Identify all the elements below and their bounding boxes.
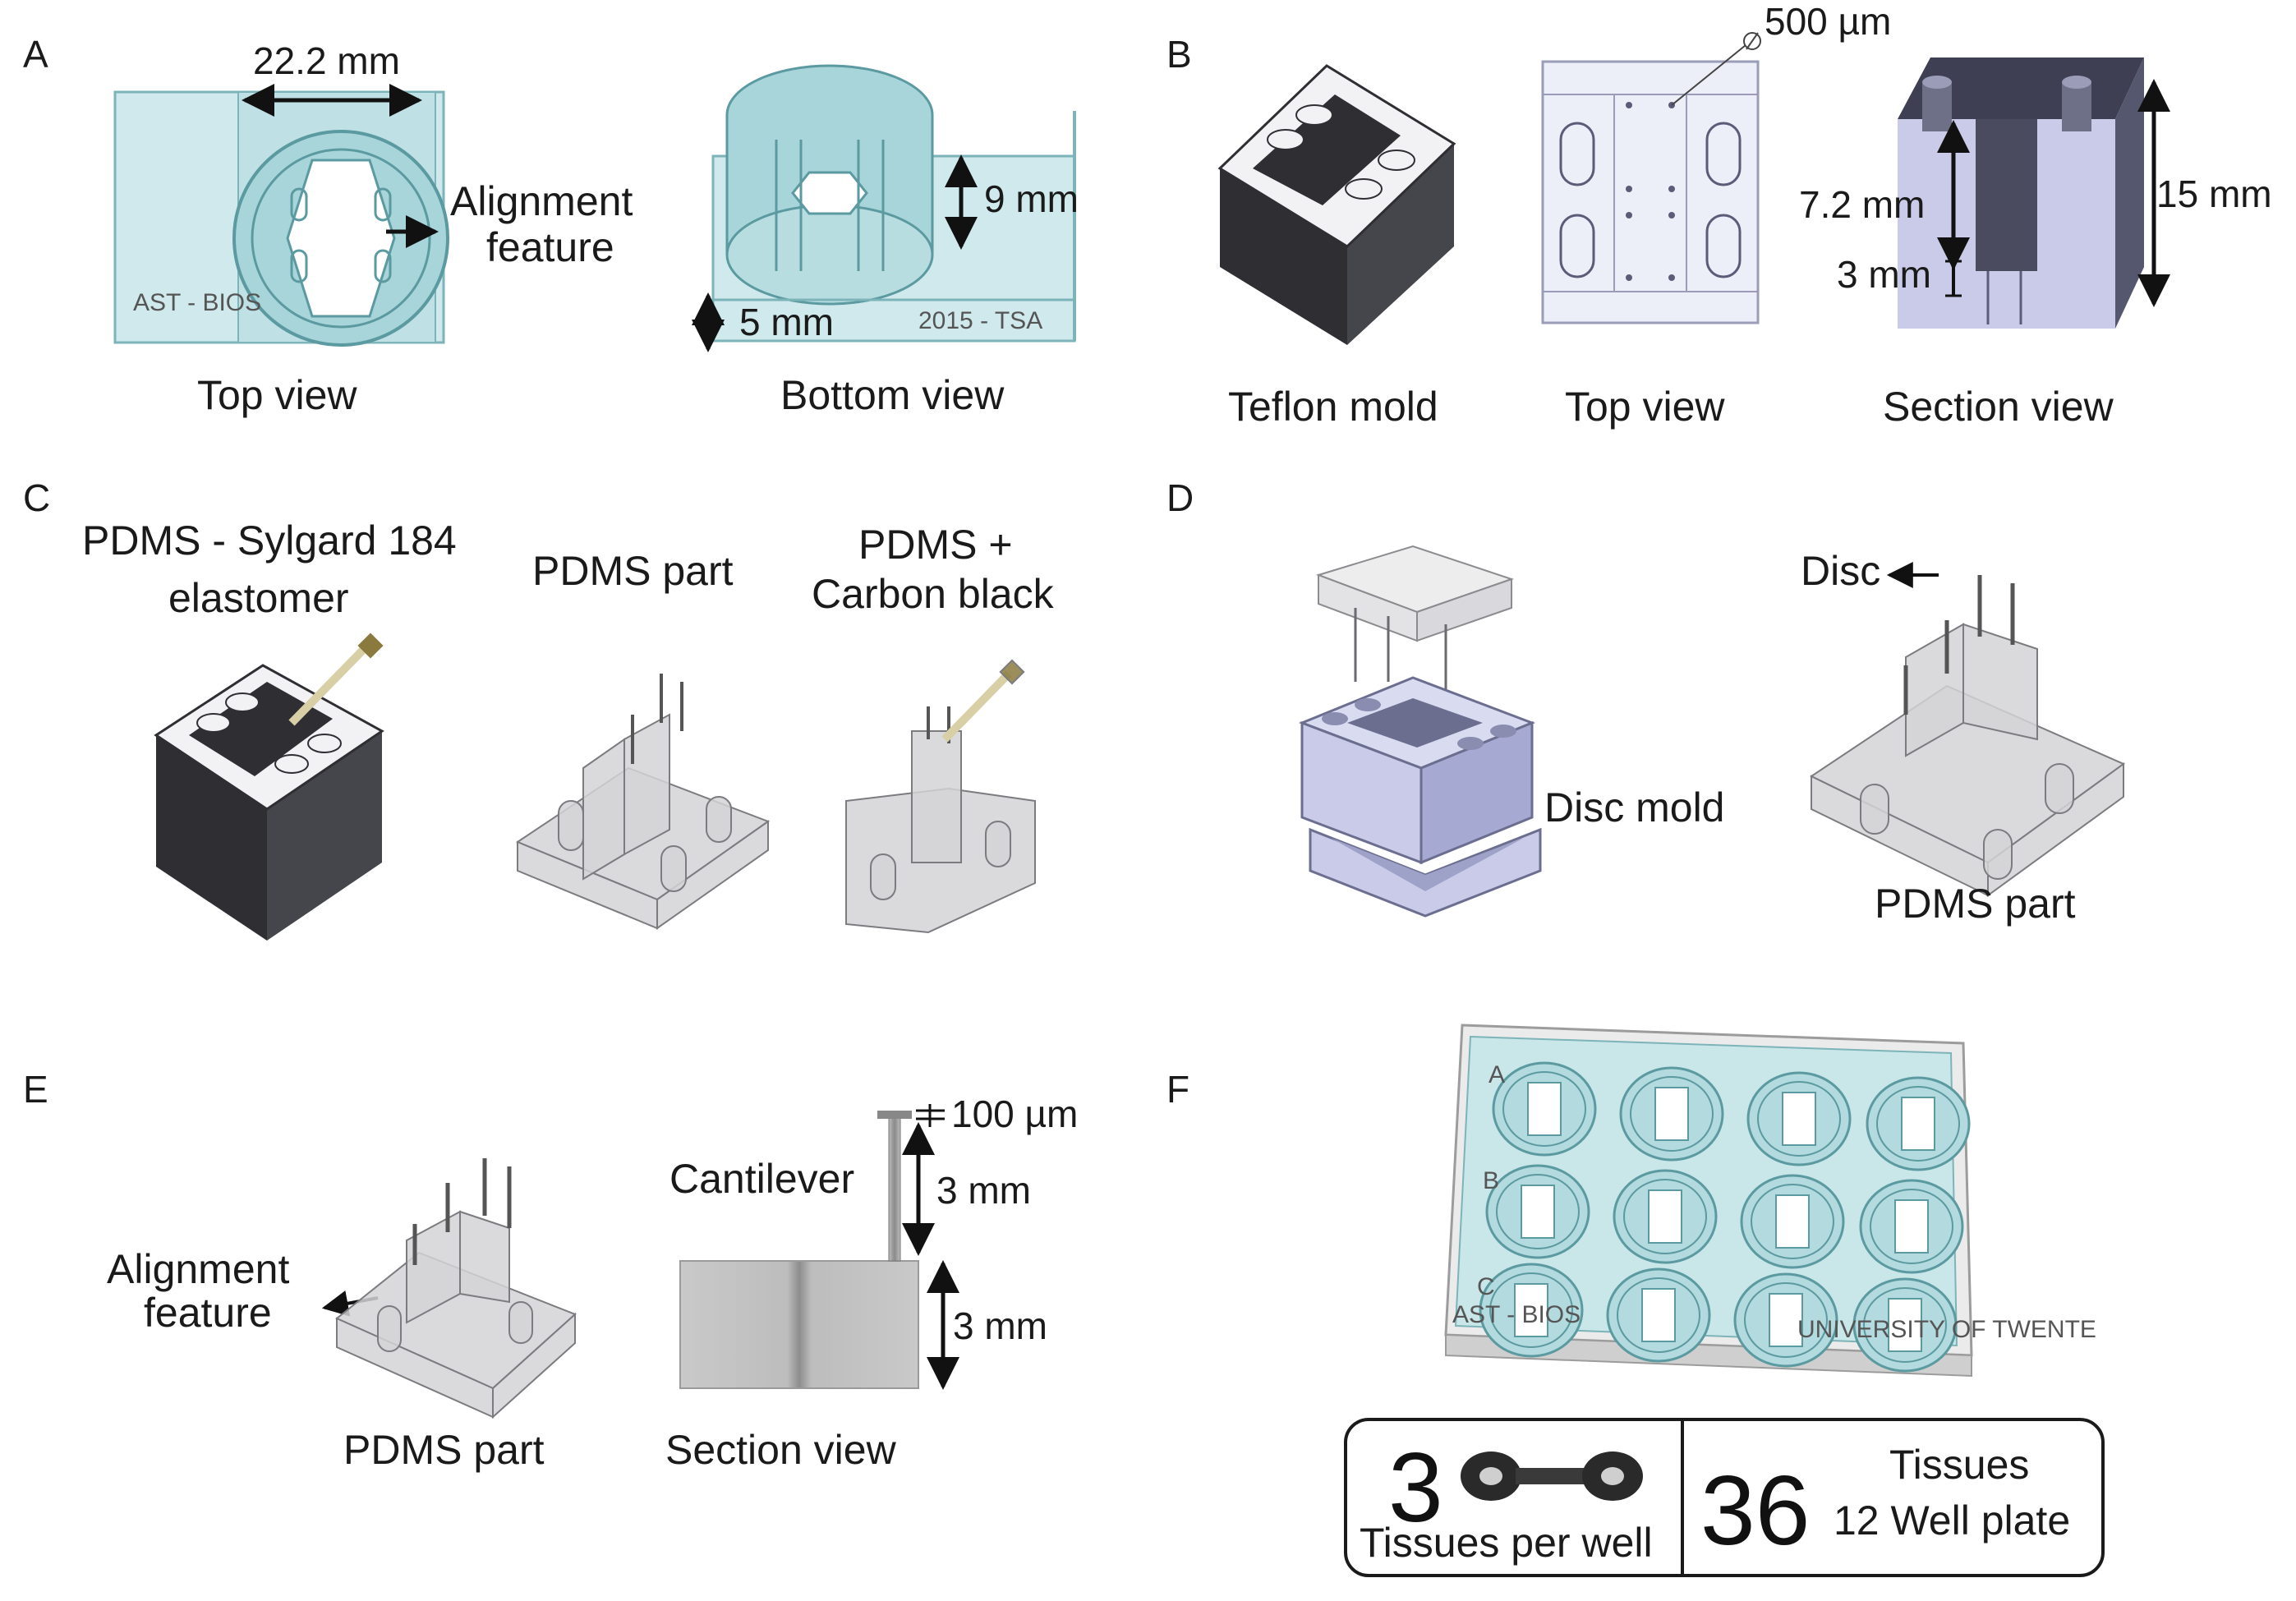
mold-pouring-illustration bbox=[154, 633, 384, 941]
well-insert bbox=[1489, 1272, 1573, 1348]
carbon-black-illustration bbox=[845, 659, 1036, 934]
panel-d: D Disc mold Disc bbox=[1166, 476, 2125, 927]
well-opening bbox=[1775, 1194, 1810, 1249]
depth-dimension: 7.2 mm bbox=[1799, 183, 1925, 226]
tissues-per-well-number: 3 bbox=[1388, 1433, 1443, 1543]
alignment-e-line2: feature bbox=[144, 1290, 272, 1336]
step1-line2: elastomer bbox=[168, 575, 349, 621]
alignment-e-line1: Alignment bbox=[107, 1246, 289, 1292]
top-view-caption-b: Top view bbox=[1565, 384, 1725, 430]
panel-b-label: B bbox=[1166, 33, 1192, 76]
engrave-right: 2015 - TSA bbox=[918, 307, 1042, 334]
width-dimension: 22.2 mm bbox=[253, 39, 400, 82]
insert-bottom-view: 2015 - TSA bbox=[711, 64, 1076, 343]
disc-label: Disc bbox=[1801, 548, 1880, 594]
teflon-mold-illustration bbox=[1217, 64, 1456, 345]
well-opening bbox=[1527, 1082, 1562, 1136]
teflon-top-view bbox=[1541, 32, 1761, 324]
well-opening bbox=[1521, 1185, 1555, 1239]
step2-caption: PDMS part bbox=[532, 548, 734, 594]
alignment-label-2: feature bbox=[486, 224, 614, 270]
well-opening bbox=[1514, 1283, 1548, 1337]
well-opening bbox=[1769, 1293, 1803, 1347]
well-opening bbox=[1888, 1298, 1922, 1352]
well-plate-text: 12 Well plate bbox=[1834, 1497, 2070, 1543]
base-dimension-e: 3 mm bbox=[953, 1304, 1047, 1347]
total-tissues-number: 36 bbox=[1700, 1456, 1810, 1566]
plate-engrave-left: AST - BIOS bbox=[1452, 1301, 1581, 1328]
base-dimension: 5 mm bbox=[739, 301, 834, 343]
total-height-dimension: 15 mm bbox=[2156, 173, 2272, 215]
disc-mold-illustration bbox=[1298, 545, 1542, 918]
tissues-per-well-text: Tissues per well bbox=[1360, 1520, 1653, 1566]
panel-f: F AST - BIOS UNIVERSITY OF TWENTE A B C … bbox=[1166, 1024, 2105, 1577]
teflon-mold-caption: Teflon mold bbox=[1228, 384, 1438, 430]
top-view-caption: Top view bbox=[197, 372, 357, 418]
total-tissues-word: Tissues bbox=[1889, 1442, 2029, 1488]
well-insert bbox=[1863, 1287, 1947, 1363]
section-view-caption-b: Section view bbox=[1883, 384, 2114, 430]
pin-dimension: 500 µm bbox=[1765, 0, 1891, 43]
panel-b: B Teflon mold bbox=[1166, 0, 2272, 430]
pdms-part-illustration-d bbox=[1809, 575, 2125, 897]
plate-engrave-right: UNIVERSITY OF TWENTE bbox=[1797, 1316, 2096, 1343]
panel-e-label: E bbox=[23, 1068, 48, 1111]
cap-dimension: 100 µm bbox=[951, 1093, 1078, 1135]
well-opening bbox=[1654, 1087, 1689, 1141]
summary-box: 3 Tissues per well 36 Tissues 12 Well pl… bbox=[1344, 1418, 2105, 1577]
section-view-caption-e: Section view bbox=[665, 1427, 897, 1473]
alignment-label-1: Alignment bbox=[450, 178, 633, 224]
well-insert bbox=[1623, 1179, 1707, 1254]
well-insert bbox=[1496, 1174, 1580, 1249]
engrave-left: AST - BIOS bbox=[133, 289, 261, 316]
well-opening bbox=[1782, 1092, 1816, 1146]
cantilever-label: Cantilever bbox=[669, 1156, 854, 1202]
panel-e: E Alignment feature PDMS part 100 µm bbox=[23, 1068, 1078, 1473]
tissue-icon bbox=[1461, 1451, 1643, 1501]
well-opening bbox=[1901, 1097, 1935, 1151]
well-opening bbox=[1641, 1288, 1676, 1342]
panel-c-label: C bbox=[23, 476, 50, 519]
cantilever-section bbox=[679, 1111, 919, 1389]
panel-a-label: A bbox=[23, 33, 48, 76]
well-insert bbox=[1617, 1277, 1700, 1353]
disc-mold-caption: Disc mold bbox=[1544, 784, 1724, 830]
well-insert bbox=[1870, 1189, 1953, 1264]
bottom-view-caption: Bottom view bbox=[780, 372, 1005, 418]
well-plate-illustration bbox=[1444, 1024, 1973, 1378]
step3-line1: PDMS + bbox=[858, 522, 1013, 568]
insert-top-view: AST - BIOS bbox=[113, 90, 449, 347]
row-label-b: B bbox=[1483, 1167, 1499, 1194]
step1-line1: PDMS - Sylgard 184 bbox=[82, 518, 457, 564]
row-label-c: C bbox=[1477, 1273, 1495, 1300]
panel-c: C PDMS - Sylgard 184 elastomer PDMS part bbox=[23, 476, 1055, 941]
panel-a: A AST - BIOS 22.2 mm Alignment feature T… bbox=[23, 33, 1079, 418]
well-insert bbox=[1744, 1282, 1828, 1358]
pdms-part-illustration-e bbox=[335, 1158, 577, 1419]
pdms-part-caption-e: PDMS part bbox=[343, 1427, 545, 1473]
well-insert bbox=[1751, 1184, 1834, 1259]
height-dimension: 9 mm bbox=[984, 177, 1079, 220]
panel-d-label: D bbox=[1166, 476, 1194, 519]
row-label-a: A bbox=[1488, 1061, 1505, 1088]
well-insert bbox=[1757, 1081, 1841, 1157]
well-opening bbox=[1648, 1189, 1682, 1244]
pdms-part-illustration-c bbox=[515, 674, 771, 930]
pillar-dimension: 3 mm bbox=[936, 1169, 1031, 1212]
step3-line2: Carbon black bbox=[812, 571, 1055, 617]
teflon-section-view bbox=[1898, 58, 2144, 329]
pdms-part-caption-d: PDMS part bbox=[1875, 881, 2076, 927]
step-dimension: 3 mm bbox=[1837, 253, 1931, 296]
well-opening bbox=[1894, 1199, 1929, 1254]
well-insert bbox=[1502, 1071, 1586, 1147]
well-insert bbox=[1876, 1086, 1960, 1162]
panel-f-label: F bbox=[1166, 1068, 1189, 1111]
well-insert bbox=[1630, 1076, 1714, 1152]
